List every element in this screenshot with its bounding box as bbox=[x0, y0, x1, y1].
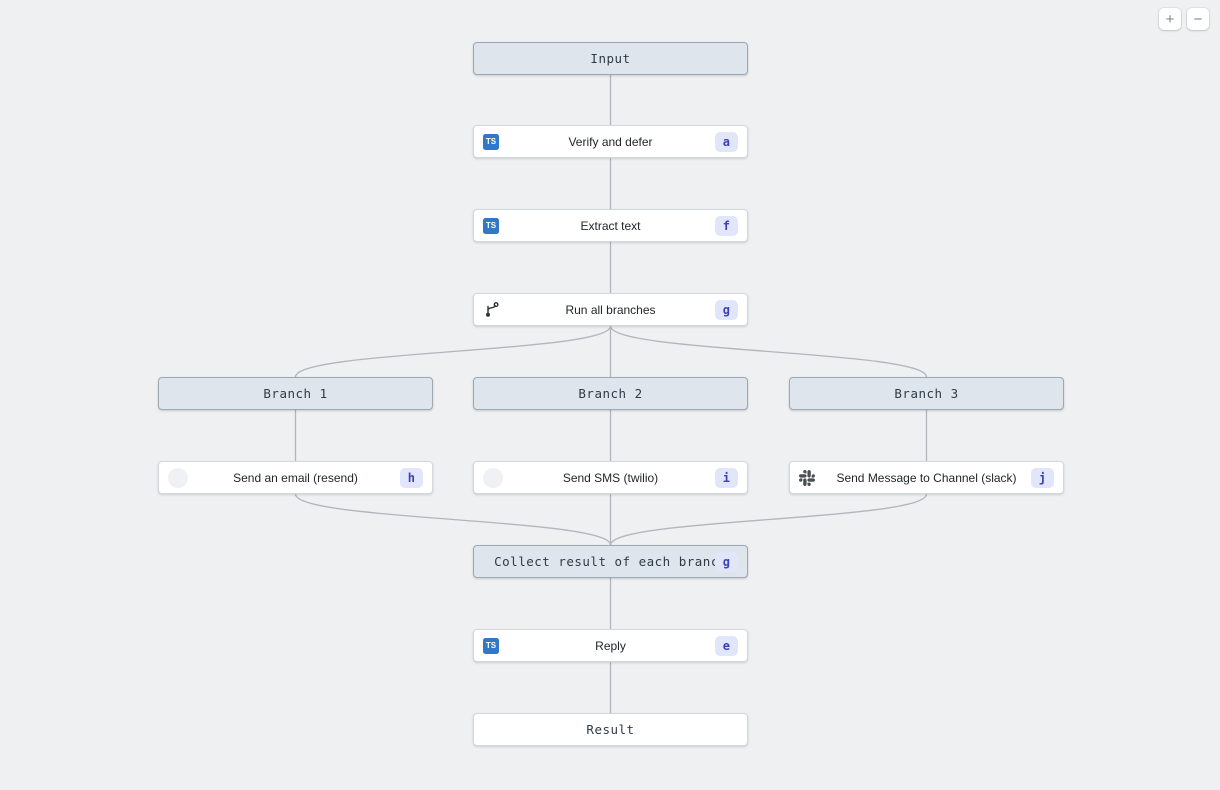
node-branch-2[interactable]: Branch 2 bbox=[473, 377, 748, 410]
function-badge: g bbox=[714, 299, 738, 320]
minus-icon: − bbox=[1193, 10, 1203, 28]
typescript-icon: TS bbox=[483, 217, 499, 234]
node-send-sms-twilio[interactable]: Send SMS (twilio) i bbox=[473, 461, 748, 494]
node-verify-and-defer[interactable]: TS Verify and defer a bbox=[473, 125, 748, 158]
node-run-all-branches[interactable]: Run all branches g bbox=[473, 293, 748, 326]
function-badge: h bbox=[399, 467, 423, 488]
twilio-icon bbox=[483, 467, 503, 488]
node-label: Extract text bbox=[580, 218, 641, 233]
node-result[interactable]: Result bbox=[473, 713, 748, 746]
resend-icon bbox=[168, 467, 188, 488]
typescript-icon: TS bbox=[483, 637, 499, 654]
node-label: Run all branches bbox=[565, 302, 656, 317]
function-badge: a bbox=[714, 131, 738, 152]
slack-icon bbox=[799, 469, 815, 486]
node-label: Send an email (resend) bbox=[233, 470, 358, 485]
function-badge: g bbox=[714, 551, 738, 572]
zoom-out-button[interactable]: − bbox=[1187, 8, 1209, 30]
branch-icon bbox=[483, 301, 501, 319]
node-label: Send SMS (twilio) bbox=[562, 470, 659, 485]
node-label: Reply bbox=[595, 638, 626, 653]
function-badge: e bbox=[714, 635, 738, 656]
function-badge: f bbox=[714, 215, 738, 236]
typescript-icon: TS bbox=[483, 133, 499, 150]
node-branch-3[interactable]: Branch 3 bbox=[789, 377, 1064, 410]
function-badge: j bbox=[1030, 467, 1054, 488]
zoom-controls: + − bbox=[1159, 8, 1209, 30]
node-input[interactable]: Input bbox=[473, 42, 748, 75]
node-label: Branch 2 bbox=[578, 386, 643, 401]
plus-icon: + bbox=[1165, 10, 1175, 28]
node-collect-results[interactable]: Collect result of each branch g bbox=[473, 545, 748, 578]
node-label: Send Message to Channel (slack) bbox=[836, 470, 1017, 485]
node-send-email-resend[interactable]: Send an email (resend) h bbox=[158, 461, 433, 494]
node-reply[interactable]: TS Reply e bbox=[473, 629, 748, 662]
node-label: Verify and defer bbox=[568, 134, 653, 149]
node-label: Branch 3 bbox=[894, 386, 959, 401]
node-send-message-slack[interactable]: Send Message to Channel (slack) j bbox=[789, 461, 1064, 494]
node-label: Result bbox=[586, 722, 635, 737]
node-label: Input bbox=[590, 51, 631, 66]
node-label: Branch 1 bbox=[263, 386, 328, 401]
zoom-in-button[interactable]: + bbox=[1159, 8, 1181, 30]
node-branch-1[interactable]: Branch 1 bbox=[158, 377, 433, 410]
node-label: Collect result of each branch bbox=[494, 554, 727, 569]
node-extract-text[interactable]: TS Extract text f bbox=[473, 209, 748, 242]
function-badge: i bbox=[714, 467, 738, 488]
